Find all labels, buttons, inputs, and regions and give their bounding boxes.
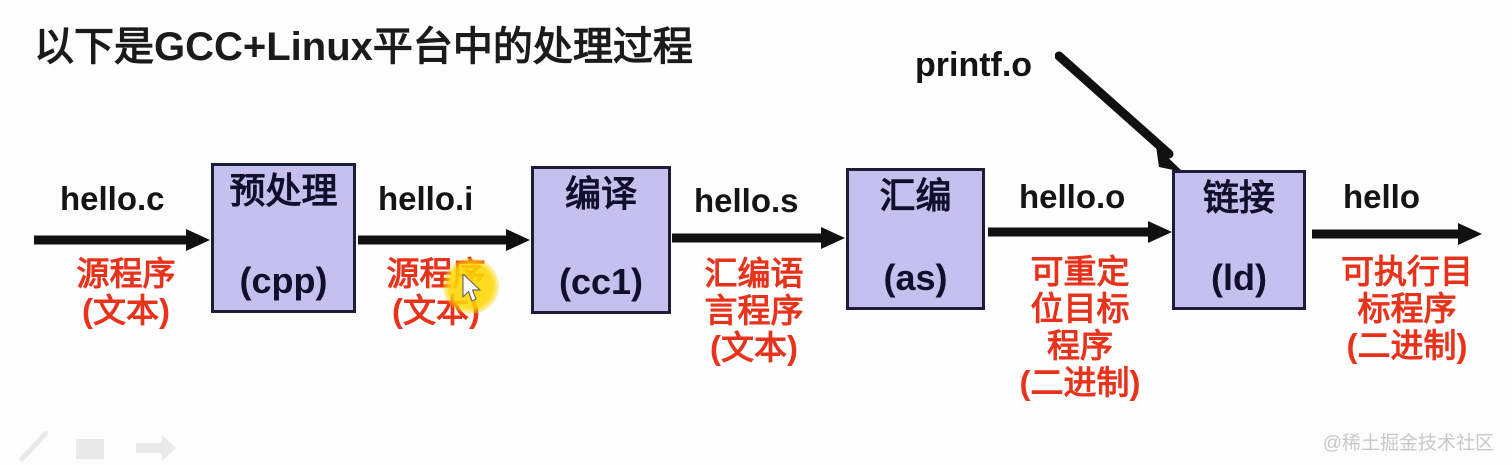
stage-box-compile[interactable]: 编译 (cc1): [531, 166, 671, 314]
flow-desc-3: 可重定 位目标 程序 (二进制): [1008, 253, 1152, 402]
flow-file-label-0: hello.c: [60, 180, 165, 217]
arrow-icon[interactable]: [134, 429, 178, 463]
flow-desc-line: 标程序: [1357, 289, 1457, 327]
flow-desc-line: 位目标: [1030, 289, 1130, 327]
flow-arrow-0: [34, 228, 210, 252]
flow-desc-line: 程序: [1047, 326, 1113, 364]
flow-desc-line: 言程序: [704, 291, 804, 329]
flow-file-label-3: hello.o: [1019, 178, 1126, 215]
pen-icon[interactable]: [18, 429, 52, 463]
page-title: 以下是GCC+Linux平台中的处理过程: [34, 25, 693, 69]
stage-name-cn: 链接: [1202, 177, 1275, 218]
flow-desc-line: 汇编语: [704, 255, 804, 292]
flow-file-label-2: hello.s: [694, 182, 799, 219]
flow-file-label-4: hello: [1343, 178, 1421, 215]
rectangle-icon[interactable]: [74, 429, 112, 463]
external-input-label: printf.o: [915, 46, 1033, 84]
external-input-arrow: [1054, 50, 1195, 180]
mouse-pointer-icon: [462, 273, 484, 304]
stage-name-en: (cpp): [239, 260, 328, 302]
stage-name-cn: 汇编: [879, 175, 952, 216]
flow-desc-line: (二进制): [1019, 363, 1141, 401]
flow-desc-4: 可执行目 标程序 (二进制): [1325, 253, 1489, 365]
flow-desc-line: 源程序: [76, 255, 176, 292]
flow-desc-line: (文本): [82, 291, 170, 329]
flow-desc-0: 源程序 (文本): [60, 255, 192, 330]
stage-name-en: (ld): [1211, 257, 1267, 299]
stage-box-link[interactable]: 链接 (ld): [1172, 170, 1306, 310]
stage-name-en: (cc1): [558, 261, 644, 303]
watermark: @稀土掘金技术社区: [1322, 433, 1494, 454]
flow-desc-line: 可执行目: [1341, 253, 1473, 290]
flow-arrow-2: [672, 226, 845, 250]
stage-name-cn: 编译: [564, 173, 637, 214]
flow-arrow-4: [1312, 222, 1482, 246]
flow-desc-2: 汇编语 言程序 (文本): [686, 255, 822, 367]
stage-name-cn: 预处理: [229, 170, 338, 211]
flow-desc-line: (文本): [710, 328, 798, 366]
flow-arrow-3: [988, 220, 1172, 244]
flow-file-label-1: hello.i: [378, 180, 474, 217]
stage-name-en: (as): [883, 257, 948, 299]
annotation-toolbar[interactable]: [18, 429, 178, 463]
flow-desc-line: 可重定: [1030, 253, 1130, 290]
stage-box-preprocess[interactable]: 预处理 (cpp): [211, 163, 356, 313]
stage-box-assemble[interactable]: 汇编 (as): [846, 168, 985, 310]
flow-desc-line: (二进制): [1346, 326, 1468, 364]
flow-arrow-1: [358, 228, 530, 252]
